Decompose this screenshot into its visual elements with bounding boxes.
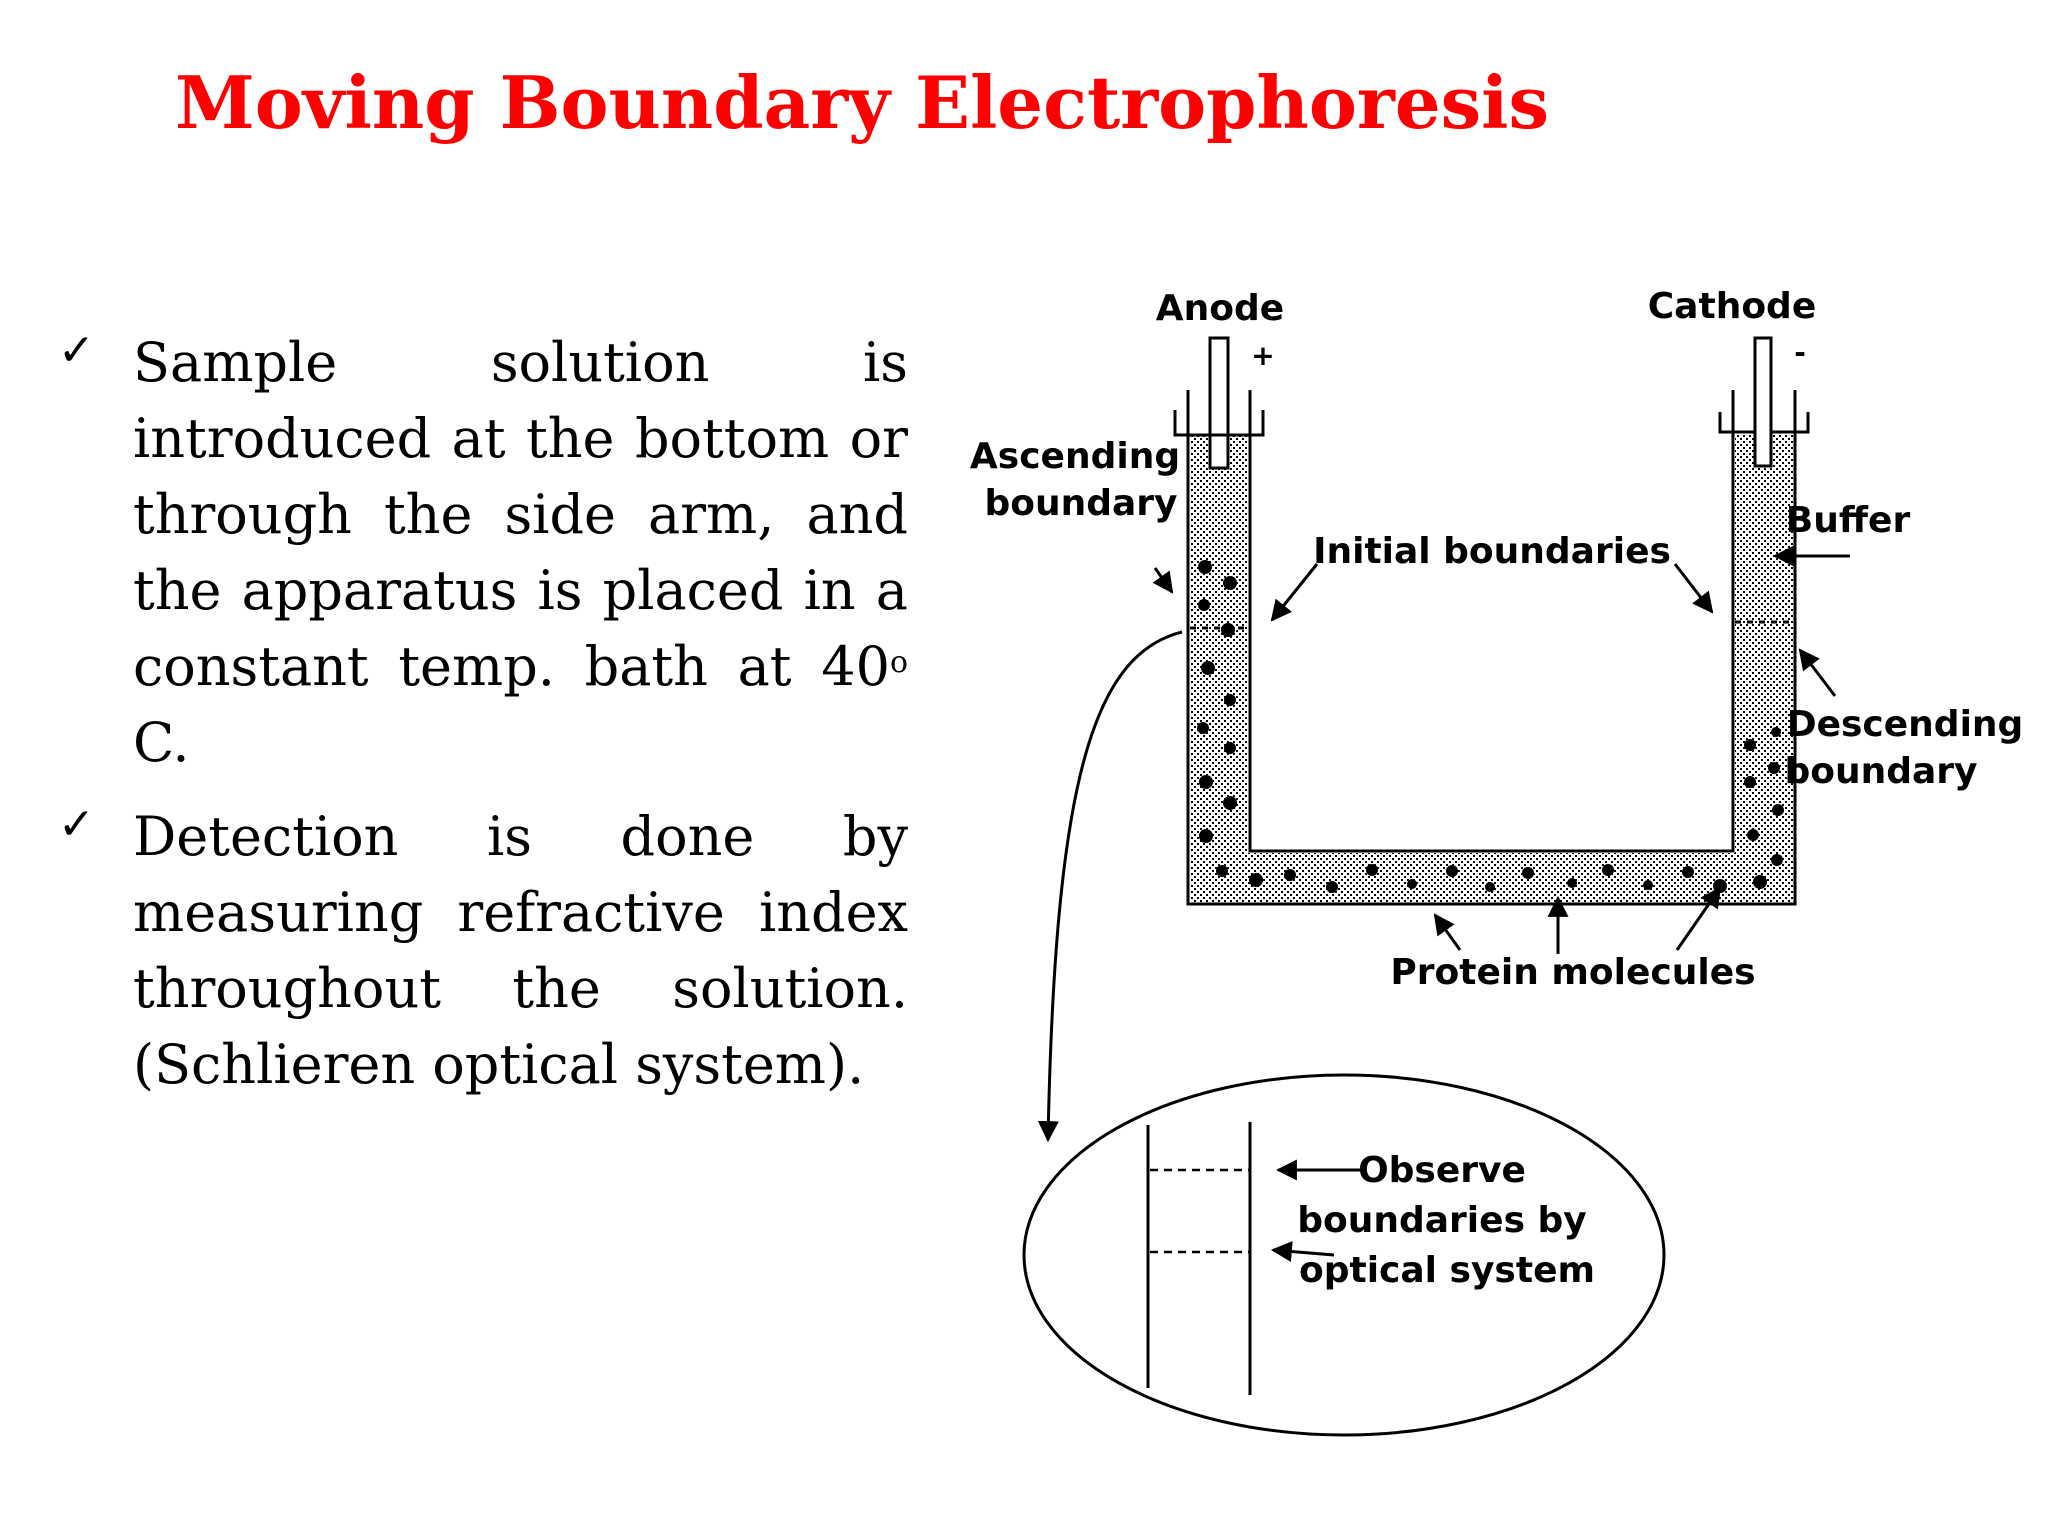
observe-label-line1: Observe bbox=[1358, 1150, 1526, 1191]
anode-sign: + bbox=[1251, 339, 1274, 372]
electrophoresis-apparatus-diagram: Anode + Cathode - Ascending boundary Ini… bbox=[970, 286, 2024, 1437]
bullet-list: ✓ Sample solution is introduced at the b… bbox=[58, 325, 908, 1121]
bullet-text-main: Sample solution is introduced at the bot… bbox=[133, 331, 908, 698]
ascending-boundary-label-line2: boundary bbox=[984, 483, 1177, 524]
protein-molecules-label: Protein molecules bbox=[1390, 952, 1755, 993]
anode-label: Anode bbox=[1156, 288, 1284, 329]
descending-boundary-label-line2: boundary bbox=[1784, 751, 1977, 792]
ascending-boundary-label-line1: Ascending bbox=[970, 436, 1180, 477]
bullet-text: Sample solution is introduced at the bot… bbox=[133, 325, 908, 781]
bullet-item: ✓ Detection is done by measuring refract… bbox=[58, 799, 908, 1103]
slide-title: Moving Boundary Electrophoresis bbox=[175, 60, 1550, 145]
checkmark-icon: ✓ bbox=[58, 799, 95, 850]
cathode-label: Cathode bbox=[1648, 286, 1816, 327]
observe-label-line2: boundaries by bbox=[1297, 1200, 1587, 1241]
cathode-sign: - bbox=[1794, 336, 1806, 369]
pointer-arrows bbox=[1037, 545, 1850, 1143]
checkmark-icon: ✓ bbox=[58, 325, 95, 376]
descending-boundary-label-line1: Descending bbox=[1787, 704, 2024, 745]
initial-boundaries-label: Initial boundaries bbox=[1313, 531, 1671, 572]
anode-electrode bbox=[1173, 336, 1265, 470]
protein-molecule-dots bbox=[1197, 560, 1784, 893]
cathode-electrode bbox=[1718, 336, 1810, 468]
degree-superscript: o bbox=[889, 645, 908, 680]
bullet-text: Detection is done by measuring refractiv… bbox=[133, 805, 908, 1096]
observe-label-line3: optical system bbox=[1299, 1250, 1595, 1291]
magnified-optical-view bbox=[1022, 1073, 1666, 1437]
buffer-label: Buffer bbox=[1786, 500, 1911, 541]
u-tube bbox=[1186, 390, 1797, 906]
bullet-text-tail: C. bbox=[133, 711, 190, 774]
bullet-item: ✓ Sample solution is introduced at the b… bbox=[58, 325, 908, 781]
